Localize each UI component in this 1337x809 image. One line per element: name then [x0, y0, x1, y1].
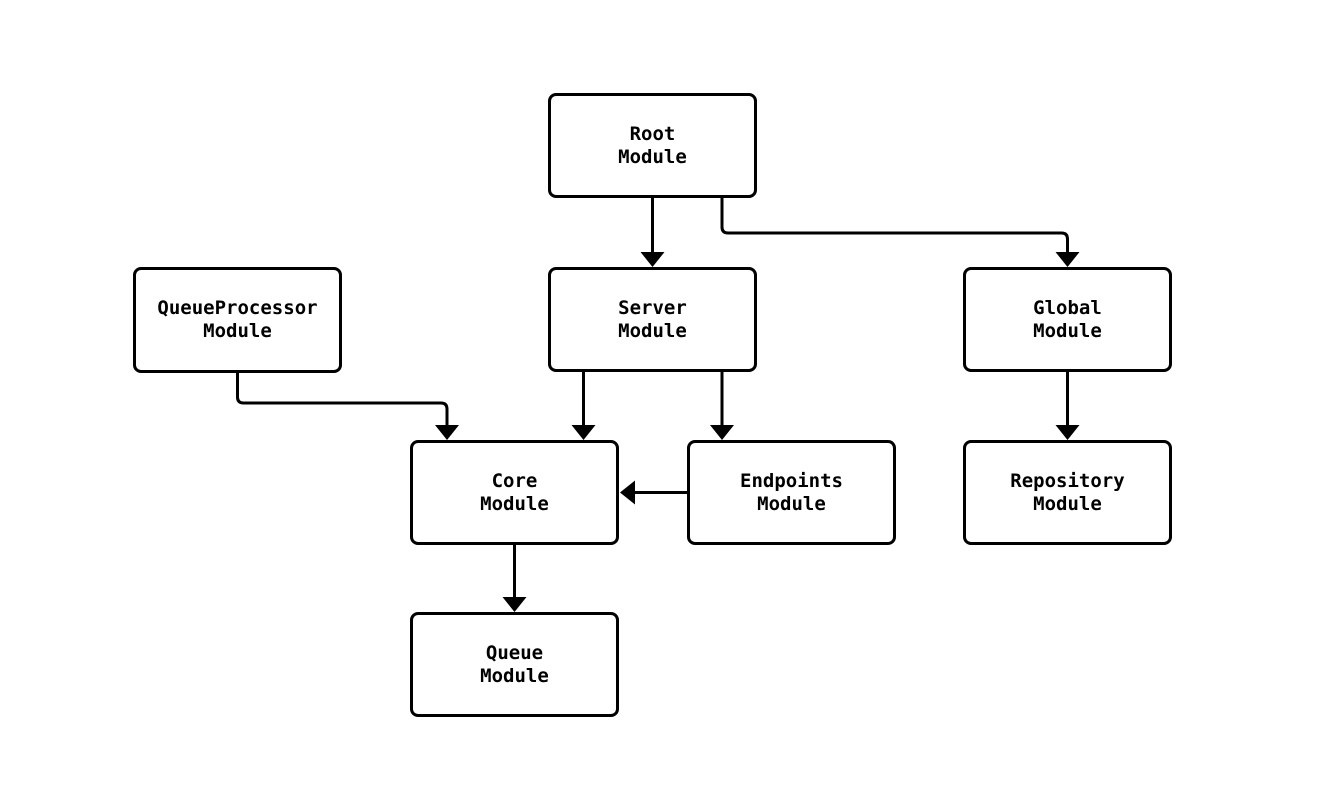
arrowhead-server-module-to-endpoints-module	[710, 425, 734, 440]
node-queue-module: Queue Module	[410, 612, 619, 717]
node-global-module-label-line1: Global	[1033, 296, 1102, 319]
node-root-module-label-line2: Module	[618, 145, 687, 168]
arrowhead-root-module-to-global-module	[1055, 252, 1080, 267]
arrowhead-queueprocessor-module-to-core-module	[435, 425, 459, 440]
node-queueprocessor-module-label-line2: Module	[203, 320, 272, 342]
arrowhead-endpoints-module-to-core-module	[620, 480, 635, 505]
arrowhead-server-module-to-core-module	[571, 425, 596, 440]
node-repository-module: Repository Module	[963, 440, 1172, 545]
node-repository-module-label-line2: Module	[1033, 492, 1102, 515]
node-queueprocessor-module-label-line1: QueueProcessor	[157, 297, 318, 319]
node-server-module-label-line2: Module	[618, 319, 687, 342]
arrowhead-global-module-to-repository-module	[1055, 425, 1080, 440]
node-queueprocessor-module: QueueProcessor Module	[133, 267, 342, 373]
node-core-module: Core Module	[410, 440, 619, 545]
node-core-module-label-line1: Core	[491, 469, 538, 492]
node-server-module: Server Module	[548, 267, 757, 372]
node-queue-module-label-line2: Module	[480, 664, 549, 687]
node-global-module-label-line2: Module	[1033, 319, 1102, 342]
node-root-module: Root Module	[548, 93, 757, 198]
node-global-module: Global Module	[963, 267, 1172, 372]
node-root-module-label-line1: Root	[629, 122, 676, 145]
edge-queueprocessor-module-to-core-module	[236, 373, 449, 425]
node-repository-module-label-line1: Repository	[1010, 469, 1125, 492]
arrowhead-core-module-to-queue-module	[502, 597, 527, 612]
node-core-module-label-line2: Module	[480, 492, 549, 515]
node-endpoints-module-label-line2: Module	[757, 492, 826, 515]
edge-root-module-to-global-module	[720, 198, 1069, 252]
arrowhead-root-module-to-server-module	[640, 252, 665, 267]
node-endpoints-module: Endpoints Module	[687, 440, 896, 545]
node-endpoints-module-label-line1: Endpoints	[740, 469, 843, 492]
node-server-module-label-line1: Server	[618, 296, 687, 319]
node-queue-module-label-line1: Queue	[485, 641, 544, 664]
